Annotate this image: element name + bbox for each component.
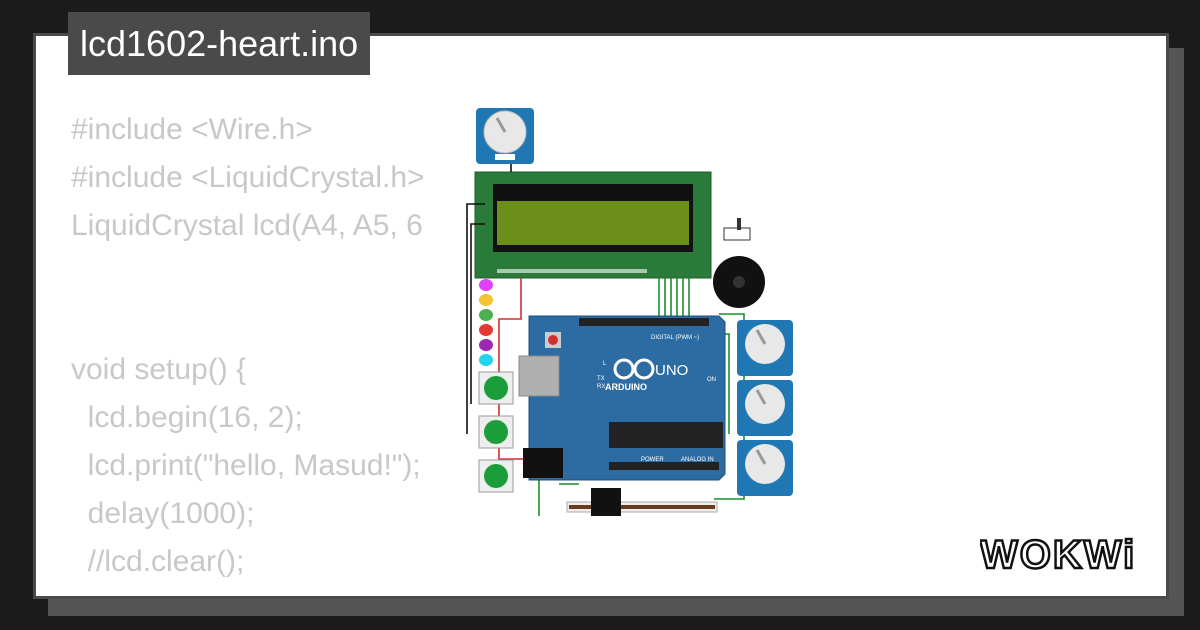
analog-header-label: ANALOG IN [681, 457, 714, 463]
buzzer [713, 256, 765, 308]
digital-header-label: DIGITAL (PWM ~) [651, 335, 699, 341]
slide-switch [723, 218, 751, 241]
potentiometer [737, 440, 793, 496]
led [479, 294, 493, 306]
push-buttons [478, 371, 514, 493]
led [479, 279, 493, 291]
code-line: //lcd.clear(); [71, 545, 245, 578]
code-line [71, 298, 425, 346]
potentiometer-top [476, 108, 534, 164]
code-line: void setup() { [71, 353, 247, 386]
potentiometers-right [737, 320, 793, 496]
potentiometer [737, 320, 793, 376]
preview-card: #include <Wire.h> #include <LiquidCrystal… [33, 33, 1169, 599]
wokwi-logo-text: WOKWi [980, 533, 1136, 577]
code-line: #include <Wire.h> [71, 113, 313, 146]
code-line: lcd.print("hello, Masud!"); [71, 449, 421, 482]
arduino-uno-board: UNO ARDUINO DIGITAL (PWM ~) ANALOG IN PO… [518, 315, 726, 481]
push-button [478, 371, 514, 405]
board-model-label: UNO [655, 362, 688, 379]
led [479, 324, 493, 336]
power-header-label: POWER [641, 457, 664, 463]
l-led-label: L [603, 361, 607, 367]
code-line: #include <LiquidCrystal.h> [71, 161, 425, 194]
led [479, 354, 493, 366]
tx-led-label: TX [597, 376, 605, 382]
code-preview: #include <Wire.h> #include <LiquidCrystal… [71, 106, 425, 586]
circuit-diagram: UNO ARDUINO DIGITAL (PWM ~) ANALOG IN PO… [466, 108, 793, 516]
potentiometer [737, 380, 793, 436]
led [479, 309, 493, 321]
project-title: lcd1602-heart.ino [68, 12, 371, 75]
slide-potentiometer [566, 488, 718, 516]
push-button [478, 415, 514, 449]
lcd1602-display [474, 171, 712, 279]
wokwi-logo: WOKWi [980, 532, 1136, 579]
wires [466, 164, 745, 516]
code-line: delay(1000); [71, 497, 255, 530]
code-line: LiquidCrystal lcd(A4, A5, 6 [71, 209, 423, 242]
code-line [71, 250, 425, 298]
push-button [478, 459, 514, 493]
code-line: lcd.begin(16, 2); [71, 401, 303, 434]
led [479, 339, 493, 351]
board-brand-label: ARDUINO [605, 382, 647, 392]
rx-led-label: RX [597, 384, 605, 390]
on-led-label: ON [707, 377, 716, 383]
